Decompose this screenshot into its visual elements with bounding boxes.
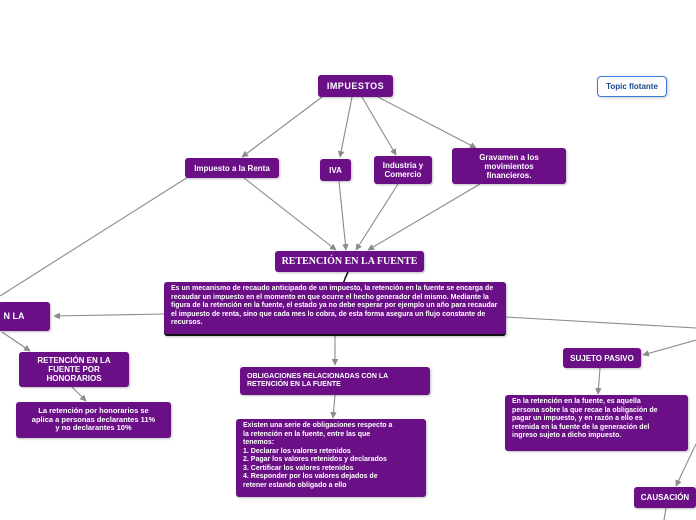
edge-causacion-down [663, 507, 667, 520]
node-honorarios-desc[interactable]: La retención por honorarios se aplica a … [16, 402, 171, 438]
floating-topic[interactable]: Topic flotante [597, 76, 667, 97]
node-impuesto-renta[interactable]: Impuesto a la Renta [185, 158, 279, 178]
edge-iva-retencion [338, 180, 349, 251]
node-impuestos[interactable]: IMPUESTOS [318, 75, 393, 97]
edge-impuestos-industria [361, 96, 397, 156]
edge-industria-retencion [355, 183, 399, 251]
edge-renta-left [0, 176, 189, 297]
edge-desc-right [505, 316, 696, 329]
edge-impuestos-iva [337, 96, 353, 158]
node-left-cut[interactable]: N LA [0, 302, 50, 331]
node-causacion[interactable]: CAUSACIÓN [634, 487, 696, 508]
node-industria-comercio[interactable]: Industria y Comercio [374, 156, 432, 184]
node-retencion-honorarios[interactable]: RETENCIÓN EN LA FUENTE POR HONORARIOS [19, 352, 129, 387]
edge-gravamen-retencion [367, 183, 481, 251]
edge-desc-left [53, 312, 165, 320]
node-retencion-desc[interactable]: Es un mecanismo de recaudo anticipado de… [164, 282, 506, 336]
node-obligaciones[interactable]: OBLIGACIONES RELACIONADAS CON LA RETENCI… [240, 367, 430, 395]
node-iva[interactable]: IVA [320, 159, 351, 181]
node-gravamen[interactable]: Gravamen a los movimientos financieros. [452, 148, 566, 184]
edge-left-honorarios [1, 331, 31, 352]
edge-renta-retencion [243, 177, 337, 251]
node-sujeto-pasivo[interactable]: SUJETO PASIVO [563, 348, 641, 368]
edge-impuestos-gravamen [377, 96, 477, 149]
edge-honorarios-desc [71, 386, 87, 402]
edge-sujeto-desc [595, 367, 602, 395]
node-retencion-fuente[interactable]: RETENCIÓN EN LA FUENTE [275, 251, 424, 272]
edge-right-causacion [675, 443, 696, 487]
edge-right-sujeto [642, 339, 696, 357]
edge-obligaciones-desc [330, 394, 337, 419]
node-obligaciones-desc[interactable]: Existen una serie de obligaciones respec… [236, 419, 426, 497]
edge-impuestos-renta [241, 96, 323, 158]
node-sujeto-desc[interactable]: En la retención en la fuente, es aquella… [505, 395, 688, 451]
